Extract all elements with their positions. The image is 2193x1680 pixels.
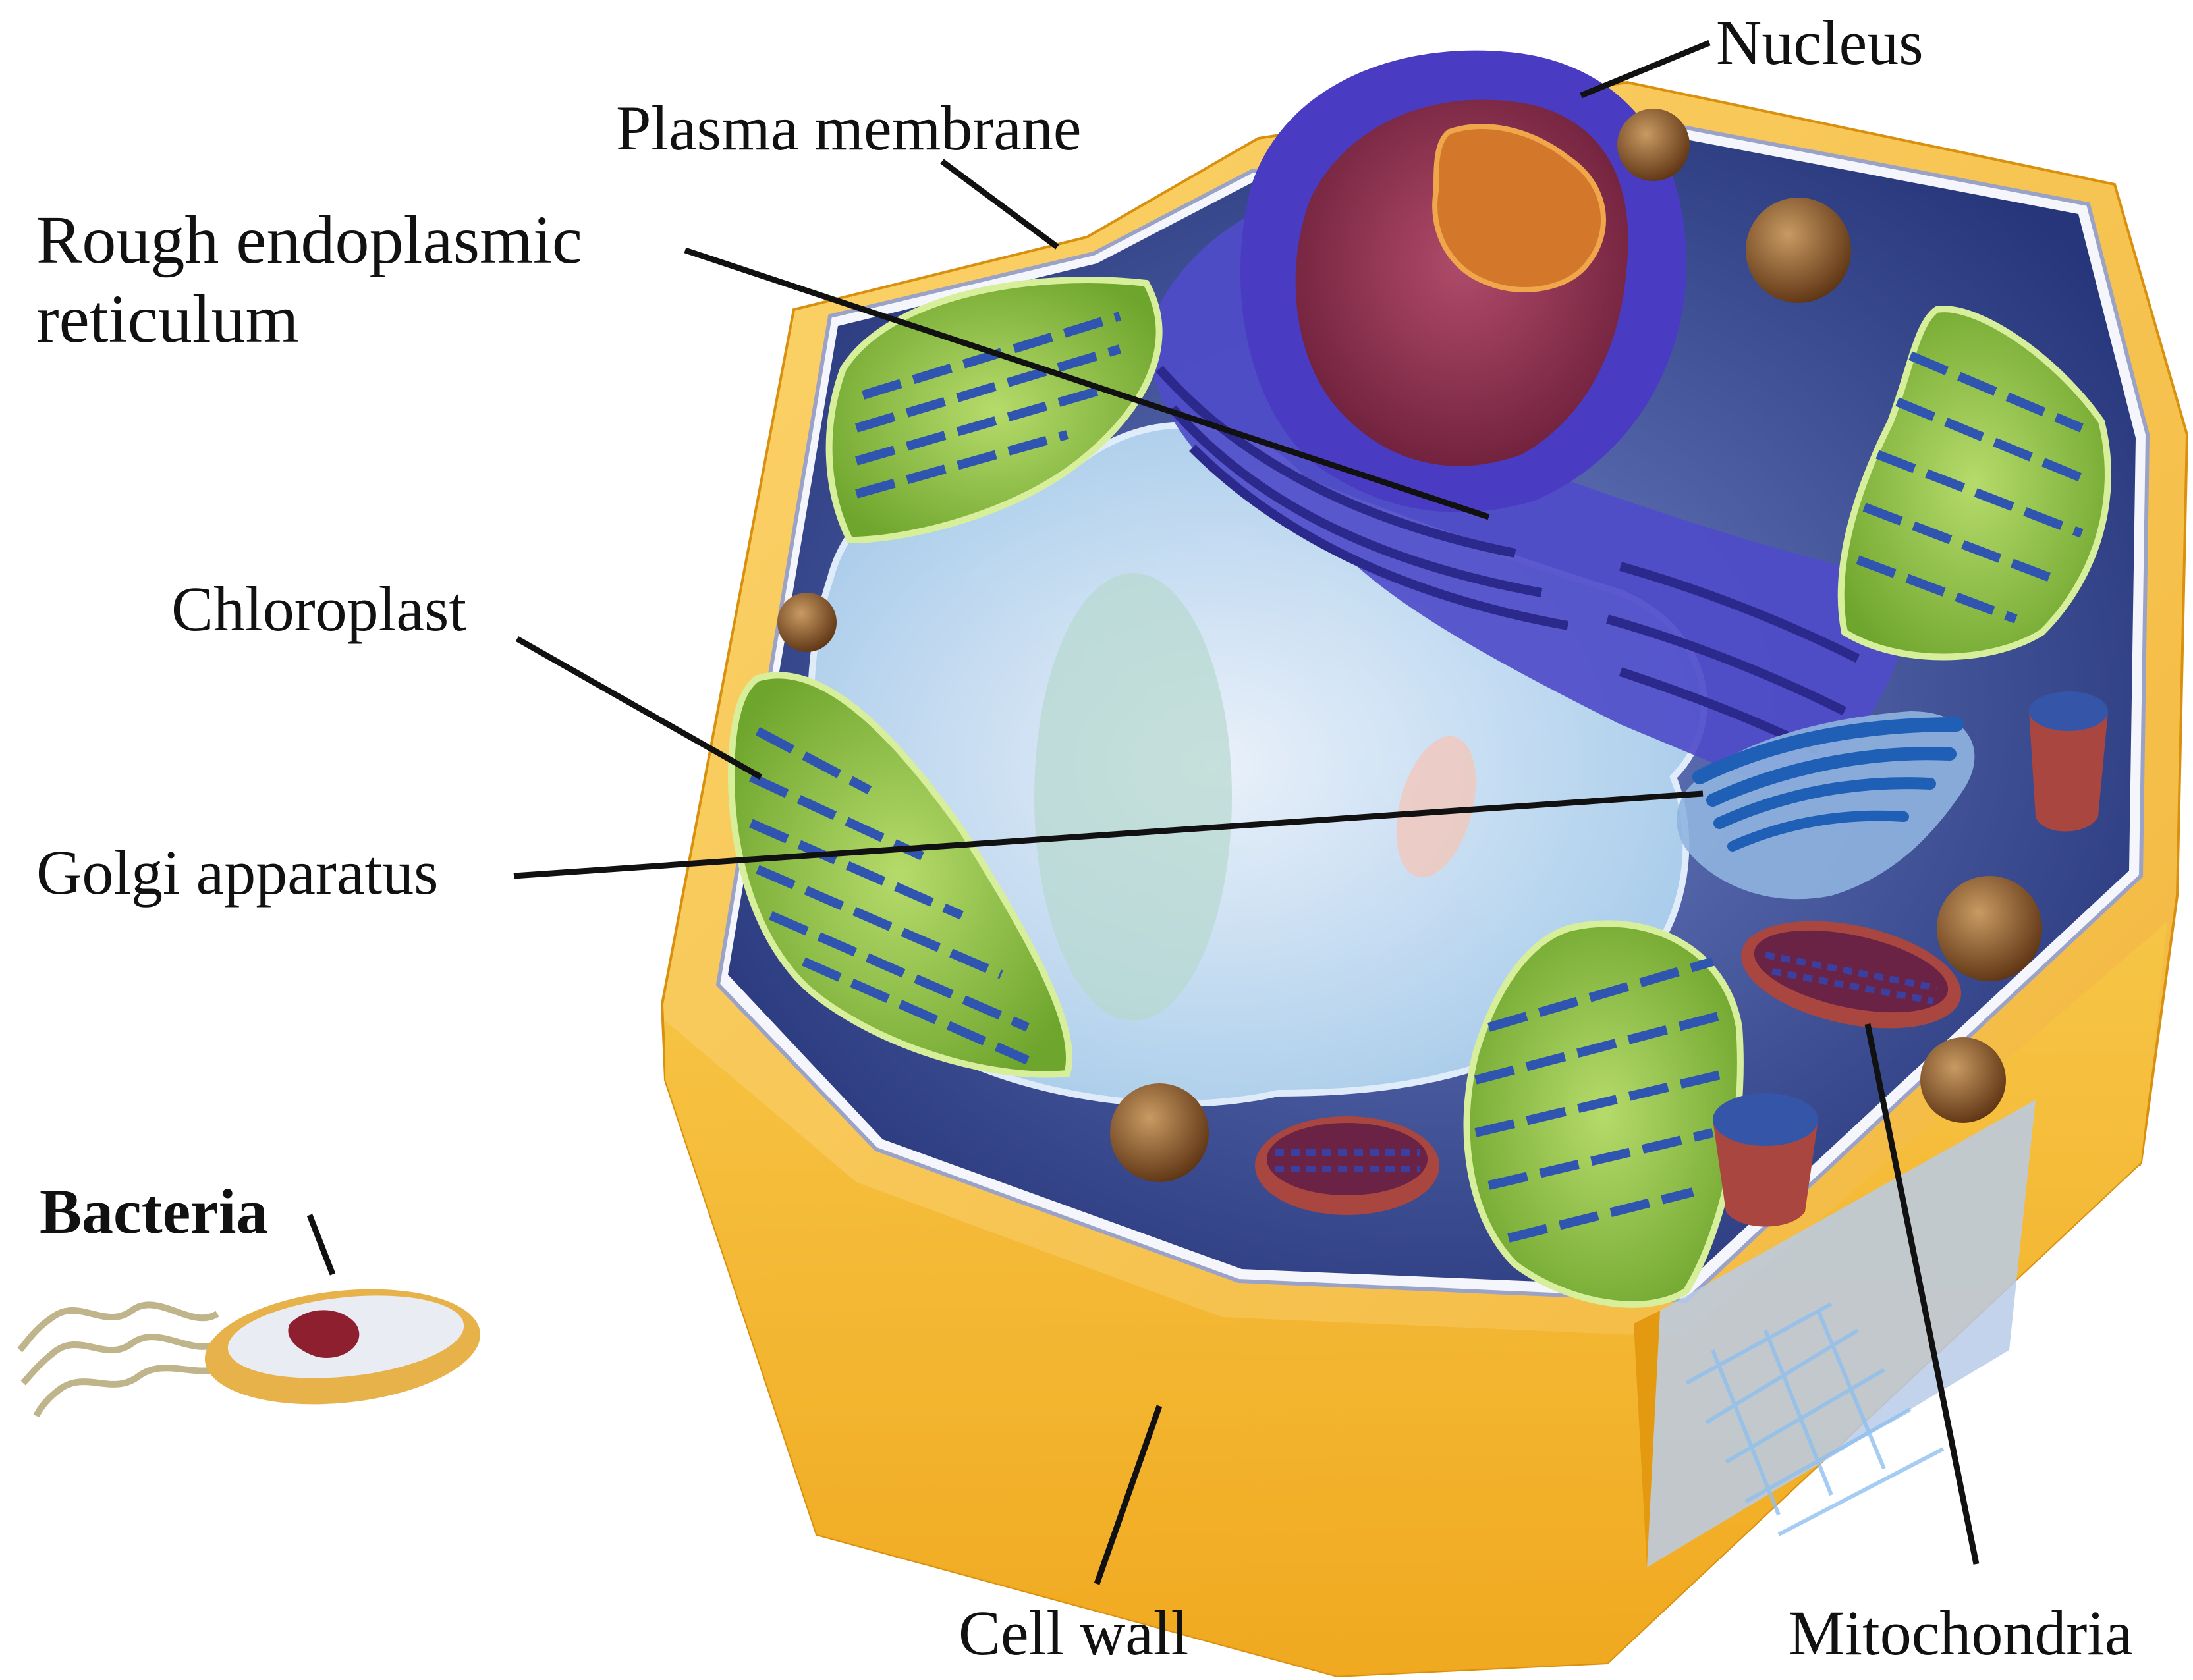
vesicle xyxy=(1920,1037,2006,1123)
vesicle xyxy=(777,593,837,652)
mitochondrion-cup xyxy=(1713,1093,1818,1227)
label-mitochondria: Mitochondria xyxy=(1789,1597,2133,1669)
bacteria xyxy=(20,1277,486,1417)
bacteria-flagellum xyxy=(23,1337,217,1383)
label-bacteria: Bacteria xyxy=(40,1176,268,1248)
leader-line-plasma-membrane xyxy=(942,161,1057,247)
vesicle xyxy=(1110,1083,1209,1182)
mitochondrion-bottom xyxy=(1255,1116,1439,1215)
mitochondrion-upper-right xyxy=(2029,691,2108,832)
chloroplast-bottom xyxy=(1467,923,1740,1304)
vesicle xyxy=(1746,198,1851,303)
label-rough-er-line1: Rough endoplasmic xyxy=(36,201,695,280)
leader-line-bacteria xyxy=(310,1215,333,1274)
label-nucleus: Nucleus xyxy=(1716,7,1924,79)
label-rough-er: Rough endoplasmic reticulum xyxy=(36,201,695,358)
label-plasma-membrane: Plasma membrane xyxy=(616,92,1081,165)
vacuole-inner-shape xyxy=(1034,573,1232,1021)
label-golgi-apparatus: Golgi apparatus xyxy=(36,836,439,909)
label-chloroplast: Chloroplast xyxy=(171,573,466,645)
label-rough-er-line2: reticulum xyxy=(36,280,695,359)
vesicle xyxy=(1617,109,1690,181)
vesicle xyxy=(1937,876,2042,981)
bacteria-flagellum xyxy=(36,1367,224,1416)
label-cell-wall: Cell wall xyxy=(958,1597,1188,1669)
